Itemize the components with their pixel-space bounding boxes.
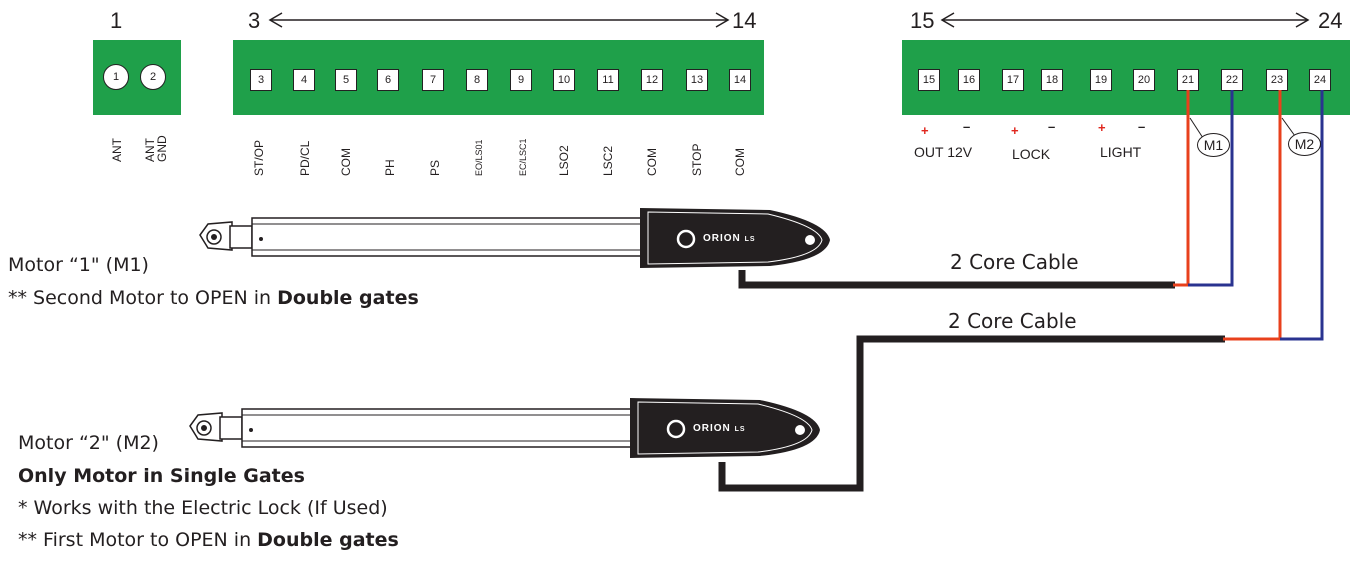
- motor-2-brand-name: ORION: [693, 423, 731, 434]
- motor-2-actuator: [189, 398, 820, 458]
- terminal-15: 15: [918, 69, 940, 91]
- terminal-block-control: [233, 40, 764, 115]
- terminal-17: 17: [1002, 69, 1024, 91]
- motor-2-note-2-prefix: ** First Motor to OPEN in: [18, 529, 258, 551]
- terminal-6: 6: [377, 69, 399, 91]
- range-arrow-3-14: [268, 12, 730, 28]
- wire-m1-negative: [1188, 90, 1234, 287]
- motor-1-note-bold: Double gates: [277, 287, 419, 309]
- terminal-22: 22: [1221, 69, 1243, 91]
- motor-1-note-prefix: ** Second Motor to OPEN in: [8, 287, 278, 309]
- terminal-5: 5: [335, 69, 357, 91]
- cable-2-label: 2 Core Cable: [948, 309, 1077, 333]
- motor-1-title: Motor “1" (M1): [8, 254, 149, 276]
- terminal-11: 11: [597, 69, 619, 91]
- motor-tag-m2: M2: [1288, 132, 1321, 156]
- plus-out-12v: +: [921, 123, 929, 138]
- cable-1-label: 2 Core Cable: [950, 250, 1079, 274]
- terminal-2: 2: [140, 64, 166, 90]
- motor-1-note: ** Second Motor to OPEN in Double gates: [8, 287, 419, 309]
- motor-2-note-2: ** First Motor to OPEN in Double gates: [18, 529, 399, 551]
- motor-1-brand: ORION LS: [703, 233, 756, 244]
- terminal-24: 24: [1309, 69, 1331, 91]
- terminal-12: 12: [641, 69, 663, 91]
- motor-2-note-2-bold: Double gates: [257, 529, 399, 551]
- wire-m2-negative: [1280, 90, 1324, 341]
- motor-1-actuator: [199, 208, 830, 268]
- header-terminal-1: 1: [110, 8, 123, 33]
- terminal-20: 20: [1133, 69, 1155, 91]
- plus-light: +: [1098, 120, 1106, 135]
- motor-tag-m2-text: M2: [1294, 136, 1315, 152]
- terminal-7: 7: [422, 69, 444, 91]
- label-out-12v: OUT 12V: [914, 144, 973, 160]
- cable-motor-1: [738, 270, 1175, 289]
- terminal-23: 23: [1266, 69, 1288, 91]
- terminal-9: 9: [510, 69, 532, 91]
- motor-2-note-1: * Works with the Electric Lock (If Used): [18, 497, 388, 519]
- header-terminal-24: 24: [1318, 8, 1343, 33]
- motor-2-subtitle-text: Only Motor in Single Gates: [18, 465, 305, 487]
- terminal-16: 16: [958, 69, 980, 91]
- motor-tag-m1: M1: [1197, 133, 1230, 157]
- minus-out-12v: –: [963, 119, 971, 134]
- plus-lock: +: [1011, 123, 1019, 138]
- motor-1-brand-suffix: LS: [744, 236, 756, 243]
- terminal-19: 19: [1090, 69, 1112, 91]
- cable-motor-2: [718, 335, 1225, 492]
- header-terminal-3: 3: [248, 8, 261, 33]
- label-light: LIGHT: [1100, 144, 1142, 160]
- motor-1-brand-name: ORION: [703, 233, 741, 244]
- terminal-10: 10: [553, 69, 575, 91]
- terminal-14: 14: [729, 69, 751, 91]
- motor-2-subtitle: Only Motor in Single Gates: [18, 465, 305, 487]
- minus-lock: –: [1048, 119, 1056, 134]
- motor-tag-m1-text: M1: [1203, 137, 1224, 153]
- header-terminal-14: 14: [732, 8, 757, 33]
- terminal-3: 3: [250, 69, 272, 91]
- motor-2-title: Motor “2" (M2): [18, 432, 159, 454]
- terminal-8: 8: [466, 69, 488, 91]
- terminal-18: 18: [1041, 69, 1063, 91]
- minus-light: –: [1138, 119, 1146, 134]
- label-lock: LOCK: [1012, 146, 1051, 162]
- terminal-13: 13: [686, 69, 708, 91]
- range-arrow-15-24: [940, 12, 1310, 28]
- motor-2-brand: ORION LS: [693, 423, 746, 434]
- header-terminal-15: 15: [910, 8, 935, 33]
- terminal-1: 1: [103, 64, 129, 90]
- wire-m1-positive: [1173, 90, 1190, 287]
- terminal-4: 4: [293, 69, 315, 91]
- motor-2-brand-suffix: LS: [734, 426, 746, 433]
